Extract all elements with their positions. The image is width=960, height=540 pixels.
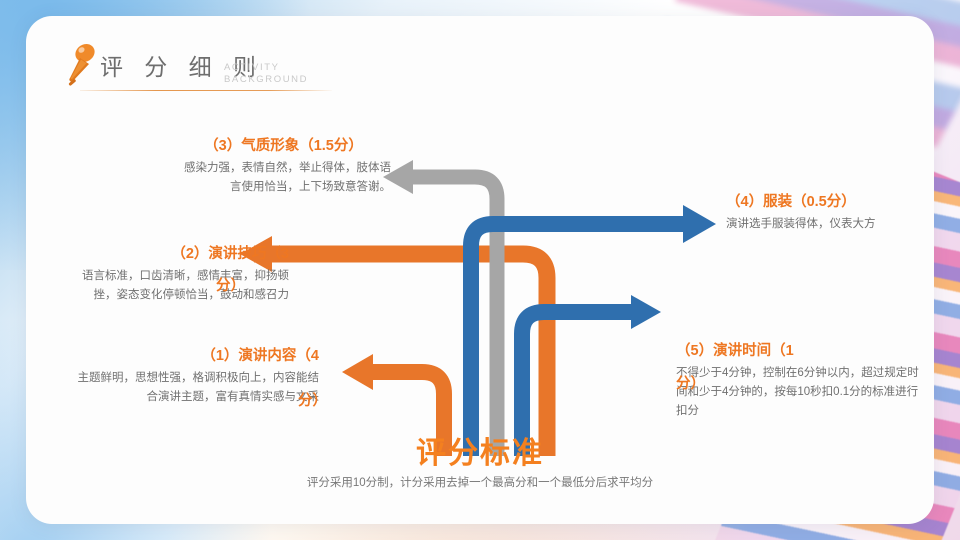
slide-card: 评 分 细 则 ACTIVITY BACKGROUND (26, 16, 934, 524)
criterion-item-1-heading: （1）演讲内容（4 (201, 348, 319, 364)
page-title: 评 分 细 则 (100, 55, 263, 81)
criterion-item-1-body: 主题鲜明，思想性强，格调积极向上，内容能结合演讲主题，富有真情实感与文采 (77, 372, 320, 403)
criterion-item-2-body: 语言标准，口齿清晰，感情丰富，抑扬顿挫，姿态变化停顿恰当，鼓动和感召力 (82, 270, 289, 301)
criterion-item-5-body: 不得少于4分钟，控制在6分钟以内，超过规定时间和少于4分钟的，按每10秒扣0.1… (676, 367, 919, 417)
criterion-item-3-heading: （3）气质形象（1.5分） (204, 138, 363, 154)
slide-header: 评 分 细 则 ACTIVITY BACKGROUND (44, 38, 374, 100)
criterion-item-3: （3）气质形象（1.5分） 感染力强，表情自然，举止得体，肢体语言使用恰当，上下… (176, 136, 391, 197)
criterion-item-4-body: 演讲选手服装得体，仪表大方 (726, 218, 876, 230)
criterion-item-4-heading: （4）服装（0.5分） (726, 194, 856, 210)
criterion-item-4: （4）服装（0.5分） 演讲选手服装得体，仪表大方 (726, 192, 934, 234)
pipe-item3-gray (383, 160, 505, 456)
footer-title: 评分标准 (416, 437, 544, 470)
header-subtitle-line2: BACKGROUND (224, 74, 309, 85)
header-subtitle: ACTIVITY BACKGROUND (224, 62, 308, 86)
pipe-item1-orange (342, 354, 452, 456)
criterion-item-5-heading-wrap: 分） (676, 376, 705, 392)
criterion-item-5-heading: （5）演讲时间（1 (676, 343, 794, 359)
header-divider (80, 90, 332, 91)
criterion-item-1: （1）演讲内容（4 主题鲜明，思想性强，格调积极向上，内容能结合演讲主题，富有真… (74, 346, 320, 407)
criterion-item-2: （2）演讲技巧（3 语言标准，口齿清晰，感情丰富，抑扬顿挫，姿态变化停顿恰当，鼓… (74, 244, 289, 305)
pipe-item2-orange (240, 236, 556, 456)
criterion-item-5: （5）演讲时间（1 不得少于4分钟，控制在6分钟以内，超过规定时间和少于4分钟的… (676, 341, 926, 421)
criterion-item-2-heading-wrap: 分） (216, 278, 245, 294)
criterion-item-2-heading: （2）演讲技巧（3 (171, 246, 289, 262)
footer-note: 评分采用10分制，计分采用去掉一个最高分和一个最低分后求平均分 (306, 477, 654, 489)
header-subtitle-line1: ACTIVITY (224, 62, 280, 73)
pipe-item4-blue (463, 205, 716, 456)
microphone-icon (68, 44, 95, 86)
flow-diagram (240, 160, 716, 456)
criterion-item-3-body: 感染力强，表情自然，举止得体，肢体语言使用恰当，上下场致意答谢。 (184, 162, 391, 193)
criterion-item-1-heading-wrap: 分） (298, 393, 327, 409)
pipe-item5-blue (514, 295, 661, 456)
